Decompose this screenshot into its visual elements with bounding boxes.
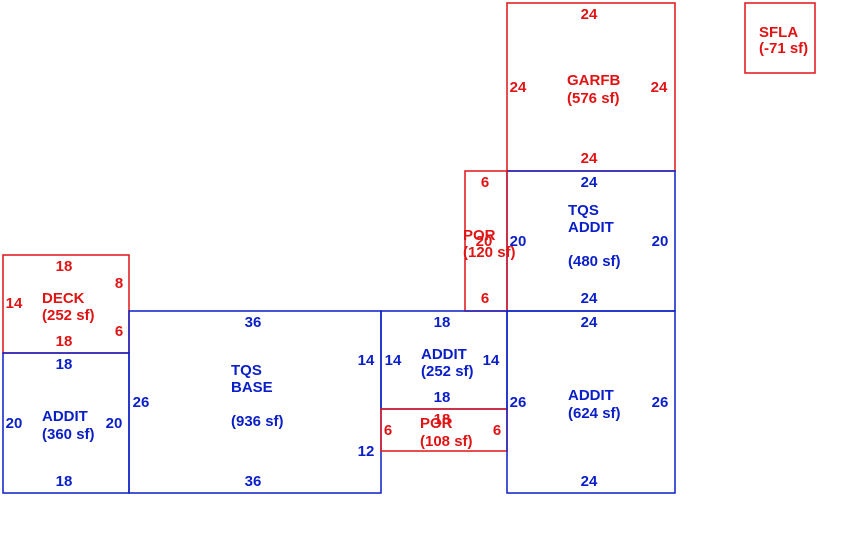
addit-mid-dim-bottom: 18: [434, 389, 451, 406]
deck-dim-left: 14: [6, 295, 23, 312]
tqs-addit-name-label: TQS: [568, 202, 599, 219]
addit-right-dim-left: 26: [510, 394, 527, 411]
tqs-base-area-label: (936 sf): [231, 413, 284, 430]
deck-name-label: DECK: [42, 290, 85, 307]
deck-dim-right-upper: 8: [115, 275, 123, 292]
deck-dim-right-lower: 6: [115, 323, 123, 340]
tqs-addit-area-label: (480 sf): [568, 253, 621, 270]
por-lower-dim-top: 18: [434, 411, 451, 428]
por-lower-dim-left: 6: [384, 422, 392, 439]
por-upper-dim-mid: 20: [476, 233, 493, 250]
tqs-addit-name-label: ADDIT: [568, 219, 614, 236]
por-upper-area-label: (120 sf): [463, 244, 516, 261]
tqs-addit-dim-left: 20: [510, 233, 527, 250]
tqs-base-dim-left: 26: [133, 394, 150, 411]
garfb-dim-bottom: 24: [581, 150, 598, 167]
addit-left-outline: [2, 352, 130, 494]
sfla-area-label: (-71 sf): [759, 40, 808, 57]
por-upper-dim-bottom: 6: [481, 290, 489, 307]
sfla-name-label: SFLA: [759, 24, 798, 41]
tqs-addit-dim-top: 24: [581, 174, 598, 191]
deck-dim-bottom: 18: [56, 333, 73, 350]
deck-dim-top: 18: [56, 258, 73, 275]
tqs-base-outline: [128, 310, 382, 494]
addit-mid-dim-left: 14: [385, 352, 402, 369]
addit-right-dim-right: 26: [652, 394, 669, 411]
addit-mid-name-label: ADDIT: [421, 346, 467, 363]
tqs-base-name-label: TQS: [231, 362, 262, 379]
garfb-dim-right: 24: [651, 79, 668, 96]
tqs-addit-dim-bottom: 24: [581, 290, 598, 307]
por-lower-name-label: POR: [420, 415, 453, 432]
addit-mid-area-label: (252 sf): [421, 363, 474, 380]
addit-right-dim-top: 24: [581, 314, 598, 331]
addit-right-dim-bottom: 24: [581, 473, 598, 490]
garfb-dim-left: 24: [510, 79, 527, 96]
tqs-base-dim-bottom: 36: [245, 473, 262, 490]
addit-left-name-label: ADDIT: [42, 408, 88, 425]
garfb-name-label: GARFB: [567, 72, 620, 89]
sfla-outline: [744, 2, 816, 74]
por-lower-area-label: (108 sf): [420, 433, 473, 450]
por-upper-dim-top: 6: [481, 174, 489, 191]
addit-right-outline: [506, 310, 676, 494]
tqs-base-dim-top: 36: [245, 314, 262, 331]
addit-left-dim-bottom: 18: [56, 473, 73, 490]
addit-right-name-label: ADDIT: [568, 387, 614, 404]
deck-area-label: (252 sf): [42, 307, 95, 324]
addit-left-dim-left: 20: [6, 415, 23, 432]
addit-mid-dim-right: 14: [483, 352, 500, 369]
tqs-base-dim-right-lower: 12: [358, 443, 375, 460]
outlines: [2, 2, 816, 494]
garfb-dim-top: 24: [581, 6, 598, 23]
por-lower-dim-right: 6: [493, 422, 501, 439]
tqs-base-dim-right-upper: 14: [358, 352, 375, 369]
addit-right-area-label: (624 sf): [568, 405, 621, 422]
tqs-addit-dim-right: 20: [652, 233, 669, 250]
addit-mid-dim-top: 18: [434, 314, 451, 331]
garfb-area-label: (576 sf): [567, 90, 620, 107]
por-upper-name-label: POR: [463, 227, 496, 244]
addit-left-dim-top: 18: [56, 356, 73, 373]
tqs-base-name-label: BASE: [231, 379, 273, 396]
addit-left-area-label: (360 sf): [42, 426, 95, 443]
addit-left-dim-right: 20: [106, 415, 123, 432]
